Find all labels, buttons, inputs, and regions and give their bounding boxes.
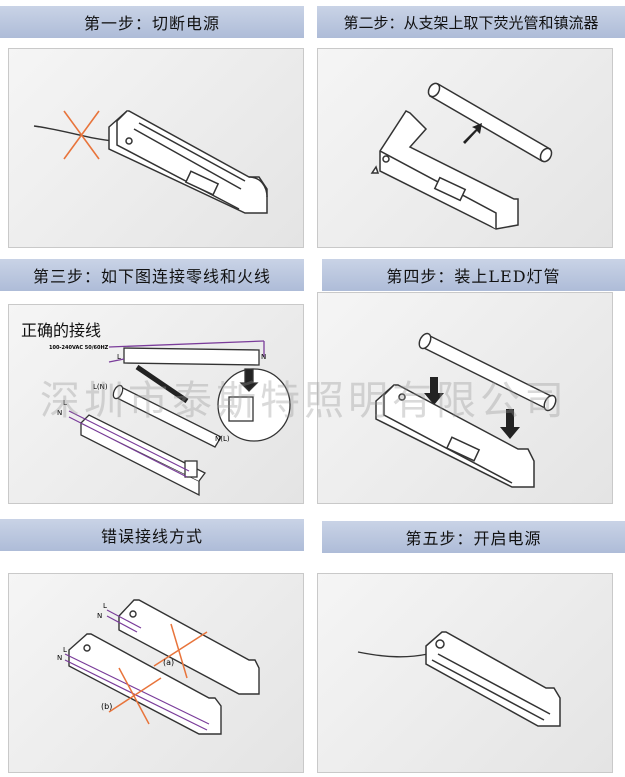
label-n-top: N bbox=[261, 353, 267, 361]
step5-title: 第五步：开启电源 bbox=[405, 529, 542, 548]
step1-header: 第一步：切断电源 bbox=[0, 6, 304, 38]
down-arrow-right-icon bbox=[500, 409, 520, 439]
connector-detail bbox=[217, 368, 291, 442]
cross-mark-icon bbox=[63, 110, 100, 160]
wrong-wiring-illustration bbox=[64, 599, 260, 735]
wrong-label-l1: L bbox=[103, 602, 107, 610]
step3-panel: 正确的接线 100-240VAC 50/60HZ L N L(N) L N N(… bbox=[8, 304, 304, 504]
fixture-a bbox=[118, 599, 260, 695]
step2-header: 第二步：从支架上取下荧光管和镇流器 bbox=[317, 6, 625, 38]
step4-title: 第四步：装上LED灯管 bbox=[386, 267, 561, 286]
cross-mark-a-icon bbox=[153, 623, 208, 679]
correct-wiring-title: 正确的接线 bbox=[21, 321, 102, 340]
wrong-wiring-panel: L N L N (a) (b) bbox=[8, 573, 304, 773]
wrong-wiring-title: 错误接线方式 bbox=[100, 527, 203, 546]
wrong-label-l2: L bbox=[63, 646, 67, 654]
led-tube-icon bbox=[418, 332, 557, 412]
fixture-bracket bbox=[370, 110, 519, 230]
fixture-with-tube bbox=[425, 631, 561, 727]
label-a: (a) bbox=[163, 658, 175, 667]
voltage-label: 100-240VAC 50/60HZ bbox=[49, 345, 109, 351]
tube-icon bbox=[427, 82, 553, 163]
step4-panel bbox=[317, 292, 613, 504]
label-l-left: L bbox=[63, 399, 67, 407]
step4-illustration bbox=[375, 332, 557, 488]
step2-panel bbox=[317, 48, 613, 248]
led-tube-main bbox=[112, 384, 222, 448]
fixture-b bbox=[68, 633, 222, 735]
step5-header: 第五步：开启电源 bbox=[322, 521, 625, 553]
step1-panel bbox=[8, 48, 304, 248]
step3-header: 第三步：如下图连接零线和火线 bbox=[0, 259, 304, 291]
step3-illustration bbox=[68, 340, 291, 497]
led-tube-top bbox=[123, 347, 260, 366]
wrong-wiring-header: 错误接线方式 bbox=[0, 519, 304, 551]
step5-panel bbox=[317, 573, 613, 773]
power-cord bbox=[33, 125, 115, 142]
fixture-bracket bbox=[108, 110, 268, 214]
label-l-top: L bbox=[117, 353, 121, 361]
wrong-label-n2: N bbox=[57, 654, 63, 662]
step3-title: 第三步：如下图连接零线和火线 bbox=[32, 267, 271, 286]
step1-title: 第一步：切断电源 bbox=[83, 14, 220, 33]
step4-header: 第四步：装上LED灯管 bbox=[322, 259, 625, 291]
insert-arrow-icon bbox=[135, 364, 189, 404]
label-b: (b) bbox=[101, 702, 113, 711]
down-arrow-left-icon bbox=[424, 377, 444, 405]
step1-illustration bbox=[33, 110, 268, 214]
wrong-label-n1: N bbox=[97, 612, 103, 620]
step2-illustration bbox=[370, 82, 553, 230]
power-cord bbox=[357, 651, 429, 658]
label-ln: L(N) bbox=[93, 383, 108, 391]
fixture-bracket bbox=[375, 384, 535, 488]
label-n-left: N bbox=[57, 409, 63, 417]
cross-mark-b-icon bbox=[108, 667, 162, 725]
step2-title: 第二步：从支架上取下荧光管和镇流器 bbox=[343, 13, 599, 32]
up-arrow-icon bbox=[463, 123, 482, 144]
step5-illustration bbox=[357, 631, 561, 727]
label-nl: N(L) bbox=[215, 435, 230, 443]
